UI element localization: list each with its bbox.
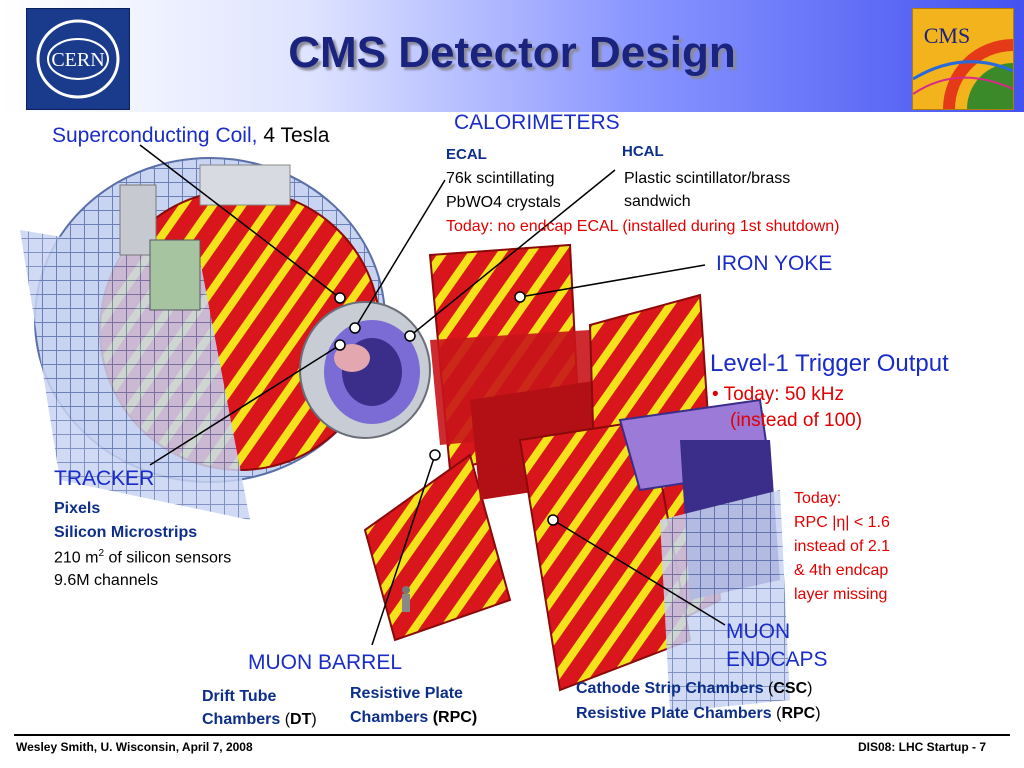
tracker-heading: TRACKER bbox=[54, 467, 155, 490]
silicon-area-label: 210 m2 of silicon sensors bbox=[54, 548, 231, 567]
trigger-bullet-line-2: (instead of 100) bbox=[730, 410, 863, 431]
cern-logo-graphic: CERN bbox=[36, 19, 120, 99]
rpc-today-line-1: Today: bbox=[794, 490, 842, 507]
iron-yoke-label: IRON YOKE bbox=[716, 252, 833, 275]
ecal-line-1: 76k scintillating bbox=[446, 170, 555, 187]
silicon-microstrips-label: Silicon Microstrips bbox=[54, 524, 198, 541]
dt-line-2: Chambers (DT) bbox=[202, 711, 317, 728]
callout-dots bbox=[334, 291, 559, 526]
cms-logo: CMS bbox=[912, 8, 1014, 110]
coil-name: Superconducting Coil, bbox=[52, 124, 258, 147]
page-title: CMS Detector Design bbox=[288, 28, 736, 77]
rpc-today-line-2: RPC |η| < 1.6 bbox=[794, 514, 890, 531]
cern-logo-text: CERN bbox=[51, 49, 104, 71]
rpc-barrel-line-2: Chambers (RPC) bbox=[350, 709, 477, 727]
rpc-barrel-line-1: Resistive Plate bbox=[350, 685, 463, 702]
trigger-bullet-line-1: Today: 50 kHz bbox=[723, 384, 844, 405]
rpc-today-line-3: instead of 2.1 bbox=[794, 538, 891, 555]
footer-divider bbox=[14, 734, 1010, 736]
rpc-endcap-chambers: Resistive Plate Chambers bbox=[576, 705, 772, 722]
superconducting-coil bbox=[119, 164, 431, 439]
person-scale-figure bbox=[402, 586, 410, 612]
coil-label: Superconducting Coil, 4 Tesla bbox=[52, 124, 329, 148]
channels-label: 9.6M channels bbox=[54, 572, 159, 589]
footer-author: Wesley Smith, U. Wisconsin, April 7, 200… bbox=[16, 740, 253, 754]
rpc-today-line-5: layer missing bbox=[794, 586, 888, 603]
dt-chambers: Chambers bbox=[202, 711, 281, 728]
hcal-line-1: Plastic scintillator/brass bbox=[624, 170, 791, 187]
bullet-icon: • bbox=[712, 384, 719, 405]
coil-field: 4 Tesla bbox=[263, 124, 330, 147]
leader-lines bbox=[139, 144, 726, 646]
endcap-disks bbox=[518, 293, 790, 712]
ecal-line-2: PbWO4 crystals bbox=[446, 194, 561, 211]
silicon-area-sup: 2 bbox=[98, 548, 105, 559]
muon-barrel-label: MUON BARREL bbox=[248, 651, 403, 674]
muon-endcaps-line-2: ENDCAPS bbox=[726, 648, 828, 671]
trigger-title: Level-1 Trigger Output bbox=[710, 350, 949, 377]
slide-header bbox=[0, 0, 1024, 112]
hcal-line-2: sandwich bbox=[624, 193, 691, 210]
csc-chambers: Cathode Strip Chambers bbox=[576, 680, 764, 697]
detector-illustration bbox=[20, 144, 790, 712]
dt-line-1: Drift Tube bbox=[202, 688, 277, 705]
csc-line: Cathode Strip Chambers (CSC) bbox=[576, 680, 813, 697]
rpc-chambers: Chambers bbox=[350, 709, 429, 726]
footer-page: DIS08: LHC Startup - 7 bbox=[857, 740, 986, 754]
muon-endcaps-line-1: MUON bbox=[726, 620, 791, 643]
dt-abbr: DT bbox=[290, 711, 312, 728]
silicon-area-suffix: of silicon sensors bbox=[104, 549, 232, 567]
csc-abbr: CSC bbox=[773, 680, 808, 697]
cern-logo: CERN bbox=[26, 8, 130, 110]
cms-logo-graphic: CMS bbox=[913, 23, 1013, 109]
ecal-heading: ECAL bbox=[446, 146, 487, 163]
pixels-label: Pixels bbox=[54, 500, 101, 517]
rpc-today-line-4: & 4th endcap bbox=[794, 562, 889, 579]
cms-logo-text: CMS bbox=[924, 23, 970, 48]
today-ecal-note: Today: no endcap ECAL (installed during … bbox=[446, 218, 840, 235]
hcal-heading: HCAL bbox=[622, 143, 664, 160]
rpc-barrel-abbr: (RPC) bbox=[432, 709, 478, 726]
rpc-endcap-abbr: RPC bbox=[781, 705, 816, 722]
rpc-endcap-line: Resistive Plate Chambers (RPC) bbox=[576, 705, 821, 722]
silicon-area-prefix: 210 m bbox=[54, 549, 99, 567]
barrel-wheel-center bbox=[363, 243, 610, 642]
trigger-bullet: • Today: 50 kHz bbox=[712, 384, 844, 406]
calorimeters-heading: CALORIMETERS bbox=[454, 111, 620, 134]
